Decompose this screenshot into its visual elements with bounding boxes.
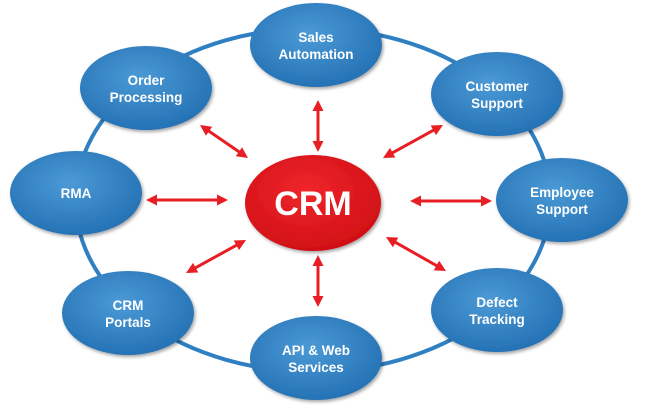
double-arrow-rma [146,194,228,206]
node-label-line1: RMA [61,186,92,201]
node-label-line2: Processing [110,90,183,105]
double-arrow-sales-automation [312,100,324,152]
double-arrow-defect-tracking [386,237,446,271]
double-arrow-employee-support [410,195,492,207]
node-circle [431,52,563,136]
arrows-group [146,100,492,307]
double-arrow-crm-portals [186,240,246,273]
node-label-line1: CRM [113,298,144,313]
node-label-line1: Sales [298,30,333,45]
node-label-line1: Customer [465,79,529,94]
crm-center-node[interactable]: CRM [245,155,381,251]
node-circle [80,46,212,130]
node-crm-portals[interactable]: CRM Portals [62,271,194,355]
double-arrow-order-processing [200,125,248,158]
node-circle [10,151,142,235]
node-circle [62,271,194,355]
node-label-line2: Tracking [469,312,525,327]
node-circle [431,268,563,352]
node-label-line2: Support [471,96,523,111]
node-label-line1: API & Web [282,343,350,358]
node-label-line2: Services [288,360,344,375]
nodes-group: SalesAutomationCustomerSupportEmployeeSu… [10,3,628,400]
double-arrow-api-web-services [312,255,324,307]
node-label-line1: Order [128,73,166,88]
crm-center-circle [245,155,381,251]
node-circle [250,316,382,400]
node-label-line1: Employee [530,185,594,200]
node-label-line2: Portals [105,315,151,330]
node-circle [496,158,628,242]
crm-center-label: CRM [274,185,351,223]
node-rma[interactable]: RMA [10,151,142,235]
node-label-line2: Support [536,202,588,217]
node-label-line2: Automation [279,47,354,62]
node-circle [250,3,382,87]
double-arrow-customer-support [383,125,443,158]
node-label-line1: Defect [476,295,518,310]
